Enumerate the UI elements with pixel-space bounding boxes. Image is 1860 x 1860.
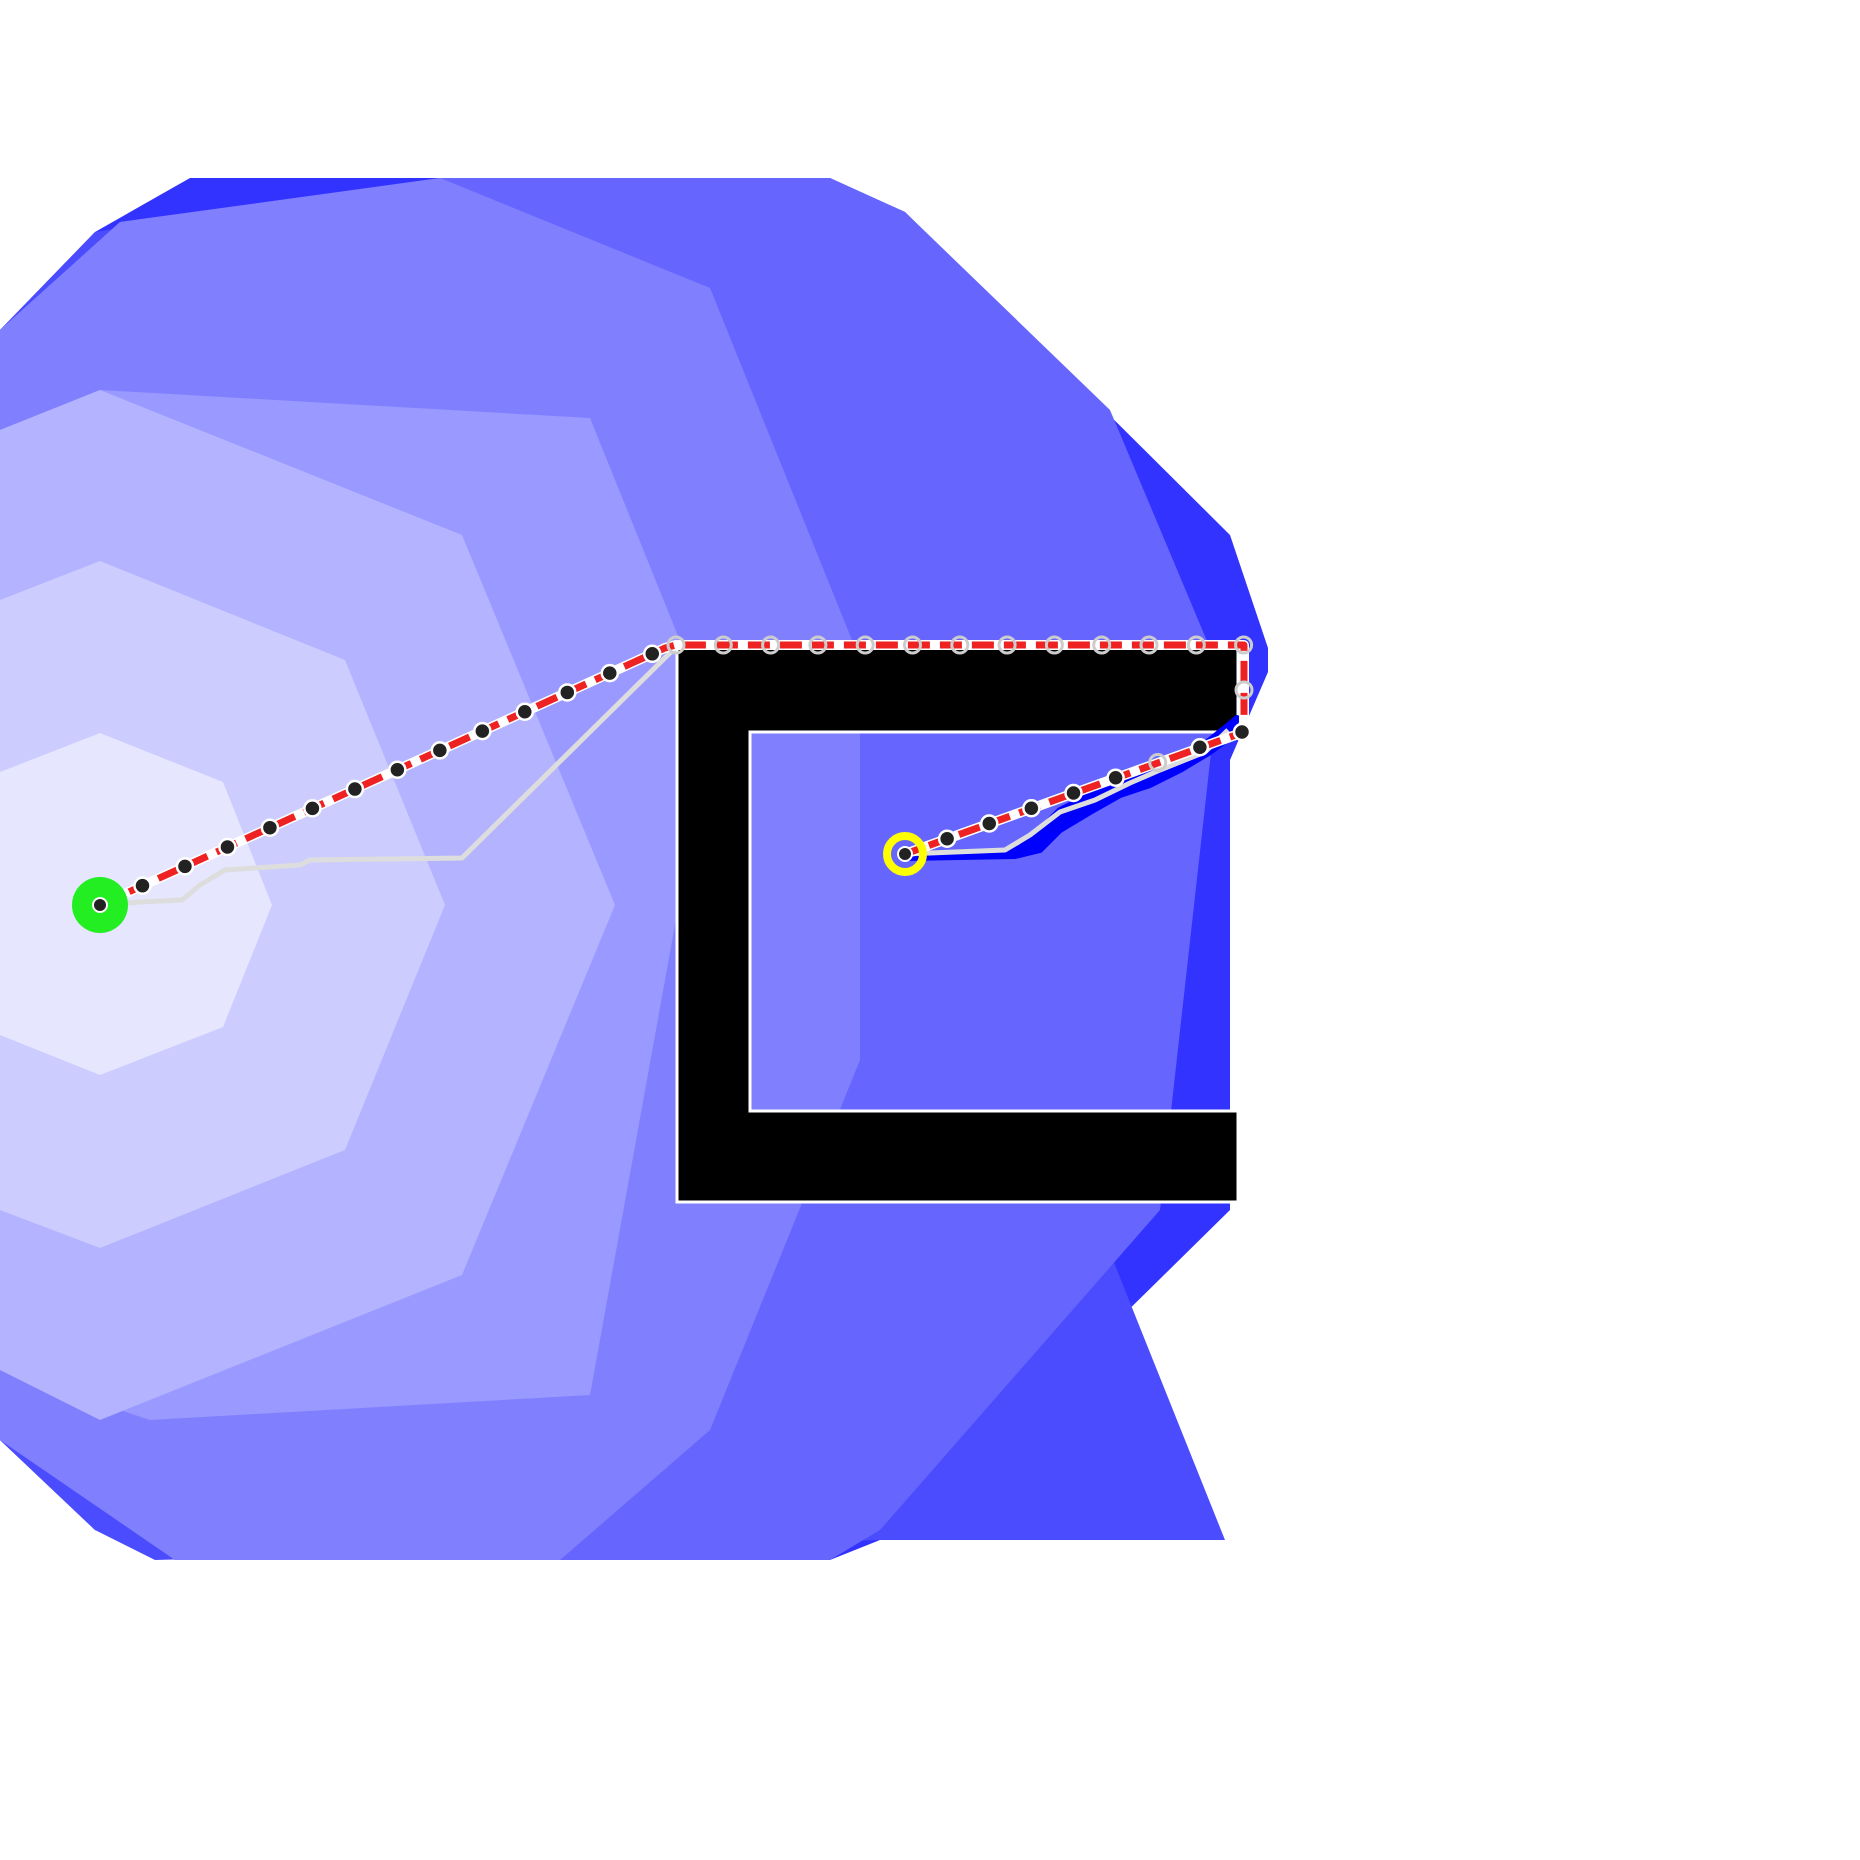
waypoints: [133, 635, 1254, 895]
waypoint: [937, 829, 957, 848]
hollow-waypoint: [950, 635, 970, 655]
c-shaped-obstacle: [675, 643, 1240, 1204]
hollow-waypoint: [1234, 635, 1254, 655]
hollow-waypoint: [1148, 753, 1168, 772]
hollow-waypoint: [903, 635, 922, 655]
waypoint: [473, 721, 492, 741]
start-point: [92, 897, 108, 913]
waypoint: [1232, 722, 1252, 742]
hollow-waypoint: [1092, 635, 1112, 655]
waypoint: [643, 644, 662, 664]
hollow-waypoint: [1186, 635, 1206, 655]
waypoint: [345, 779, 365, 799]
waypoint: [515, 702, 535, 722]
goal-point: [897, 846, 913, 862]
hollow-waypoint: [1044, 635, 1064, 655]
hollow-waypoint: [997, 635, 1017, 655]
waypoint: [1022, 799, 1041, 818]
obstacle-wall: [675, 643, 1240, 1204]
waypoint: [600, 663, 620, 683]
hollow-waypoint: [713, 635, 733, 655]
waypoint: [1190, 738, 1210, 757]
waypoint: [260, 818, 280, 837]
waypoint: [303, 799, 322, 818]
hollow-waypoint: [666, 635, 686, 655]
hollow-waypoint: [1234, 680, 1254, 700]
waypoint: [1064, 783, 1083, 803]
alternate-path: [99, 643, 680, 908]
hollow-waypoint: [808, 635, 828, 655]
hollow-waypoint: [761, 635, 781, 655]
hollow-waypoint: [1139, 635, 1159, 655]
waypoint: [388, 760, 407, 779]
hollow-waypoint: [855, 635, 875, 655]
waypoint: [175, 857, 195, 876]
alternate-path-right: [904, 728, 1230, 857]
waypoint: [218, 837, 237, 857]
goal-marker: [883, 832, 927, 876]
endpoint-markers: [72, 832, 927, 933]
waypoint: [558, 683, 577, 702]
waypoint: [980, 814, 999, 833]
waypoint: [430, 741, 450, 760]
waypoint: [133, 876, 152, 895]
distance-field: [0, 178, 1268, 1560]
waypoint: [1106, 768, 1125, 787]
